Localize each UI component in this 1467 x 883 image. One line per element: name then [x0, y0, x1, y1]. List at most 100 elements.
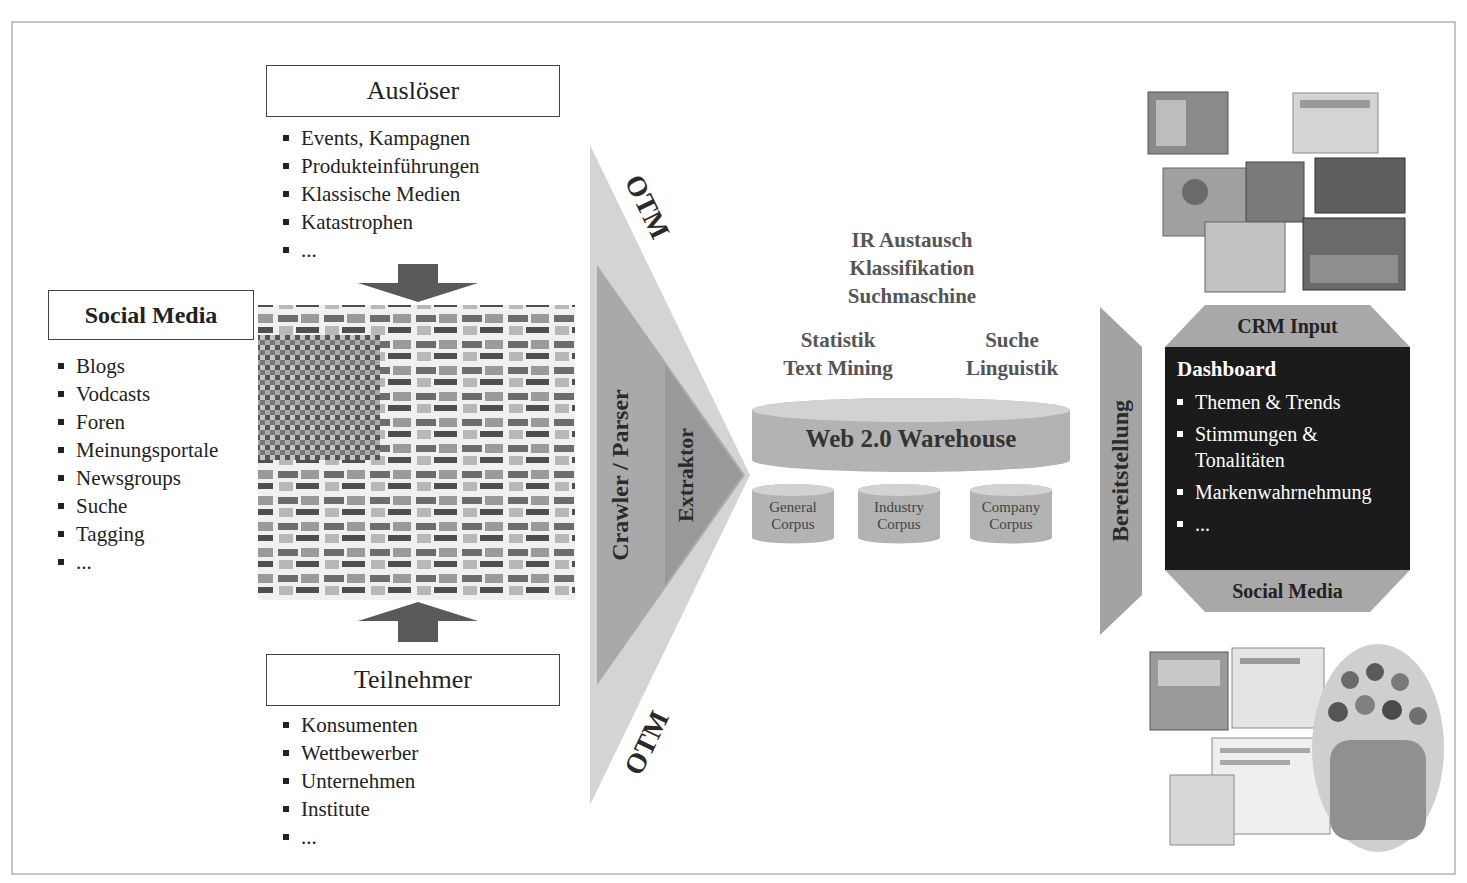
method-label: IR Austausch [852, 228, 973, 253]
method-label: Suchmaschine [848, 284, 976, 309]
cylinder-top [970, 484, 1052, 496]
list-item: Wettbewerber [283, 739, 560, 767]
crowd-head [1355, 695, 1375, 715]
crowd-head [1341, 671, 1359, 689]
funnel-triangle: OTMOTMCrawler / ParserExtraktor [590, 145, 750, 805]
crowd-head [1382, 700, 1402, 720]
extractor-triangle-fill [665, 365, 742, 585]
dashboard-panel: DashboardThemen & TrendsStimmungen & Ton… [1165, 347, 1410, 570]
corpus-cylinder: General Corpus [752, 484, 834, 544]
shape-label: Industry Corpus [862, 499, 936, 534]
list-item: Klassische Medien [283, 180, 560, 208]
source-box: Social MediaBlogsVodcastsForenMeinungspo… [48, 290, 254, 576]
band-label: CRM Input [1165, 305, 1410, 347]
web-collage [258, 305, 575, 600]
crm-octagon-fill [1165, 305, 1410, 612]
box-heading: Teilnehmer [266, 654, 560, 706]
extractor-triangle: Extraktor [665, 365, 742, 585]
cylinder-top [752, 484, 834, 496]
face-mosaic [258, 335, 380, 460]
list-item: Institute [283, 795, 560, 823]
down-arrow [358, 264, 478, 302]
list-item: Tagging [58, 520, 254, 548]
photo-detail [1310, 255, 1398, 283]
method-label: Statistik [801, 328, 876, 353]
up-arrow [358, 602, 478, 642]
corpus-cylinder: Industry Corpus [858, 484, 940, 544]
photo-detail [1158, 660, 1220, 686]
list-item: Meinungsportale [58, 436, 254, 464]
photo-detail [1182, 179, 1208, 205]
warehouse-cylinder: Web 2.0 Warehouse [752, 398, 1070, 472]
cylinder-body [858, 484, 940, 543]
list-item: Themen & Trends [1177, 389, 1400, 415]
logo-collage [258, 305, 575, 600]
list-item: ... [58, 548, 254, 576]
shape-label: Web 2.0 Warehouse [756, 425, 1066, 454]
photo-collage-top [1148, 92, 1405, 292]
list-item: ... [1177, 511, 1400, 537]
method-label: Text Mining [783, 356, 893, 381]
list-item: Konsumenten [283, 711, 560, 739]
outer-frame [12, 22, 1455, 874]
shape-label: Bereitstellung [1107, 400, 1135, 542]
cylinder-top [858, 484, 940, 496]
crawler-triangle: Crawler / Parser Extraktor [597, 265, 745, 685]
photo-detail [1220, 760, 1290, 765]
list-item: Blogs [58, 352, 254, 380]
participant-box: TeilnehmerKonsumentenWettbewerberUnterne… [266, 654, 560, 851]
crowd-head [1391, 673, 1409, 691]
box-heading: Auslöser [266, 65, 560, 117]
crowd-head [1366, 663, 1384, 681]
crm-octagon: CRM InputSocial MediaDashboardThemen & T… [1165, 305, 1410, 612]
cylinder-top [752, 398, 1070, 422]
method-label: Linguistik [966, 356, 1058, 381]
screenshot [1232, 648, 1324, 728]
photo [1148, 92, 1228, 154]
shape-label: Extraktor [673, 428, 698, 522]
provision-arrow: Bereitstellung [1100, 307, 1142, 635]
list-item: Unternehmen [283, 767, 560, 795]
list-item: Katastrophen [283, 208, 560, 236]
shape-label: Company Corpus [974, 499, 1048, 534]
list-item: ... [283, 823, 560, 851]
cylinder-body [970, 484, 1052, 543]
photo [1303, 218, 1405, 290]
list-item: Stimmungen & Tonalitäten [1177, 421, 1400, 473]
list-item: ... [283, 236, 560, 264]
list-item: Vodcasts [58, 380, 254, 408]
funnel-triangle-fill [590, 145, 750, 805]
crowd-head [1409, 707, 1427, 725]
crowd-bodies [1330, 740, 1426, 840]
shape-label: General Corpus [756, 499, 830, 534]
photo [1315, 158, 1405, 213]
photo [1205, 222, 1285, 292]
crowd-head [1328, 702, 1348, 722]
band-label: Social Media [1165, 570, 1410, 612]
photo-detail [1240, 658, 1300, 664]
photo [1293, 93, 1378, 153]
list-item: Suche [58, 492, 254, 520]
photo [1150, 652, 1228, 730]
list-item: Events, Kampagnen [283, 124, 560, 152]
method-label: Klassifikation [850, 256, 975, 281]
photo-detail [1300, 100, 1370, 108]
method-label: Suche [985, 328, 1039, 353]
crowd [1312, 644, 1444, 852]
box-heading: Social Media [48, 290, 254, 340]
list-item: Foren [58, 408, 254, 436]
shape-label: Crawler / Parser [607, 389, 635, 560]
crawler-triangle-fill [597, 265, 745, 685]
list-item: Produkteinführungen [283, 152, 560, 180]
provision-arrow-fill [1100, 307, 1142, 635]
trigger-box: AuslöserEvents, KampagnenProdukteinführu… [266, 65, 560, 264]
photo-detail [1220, 748, 1310, 753]
photo-collage-bottom [1150, 644, 1444, 852]
corpus-cylinder: Company Corpus [970, 484, 1052, 544]
list-item: Markenwahrnehmung [1177, 479, 1400, 505]
box-heading: Dashboard [1177, 355, 1400, 383]
cylinder-body [752, 398, 1070, 472]
